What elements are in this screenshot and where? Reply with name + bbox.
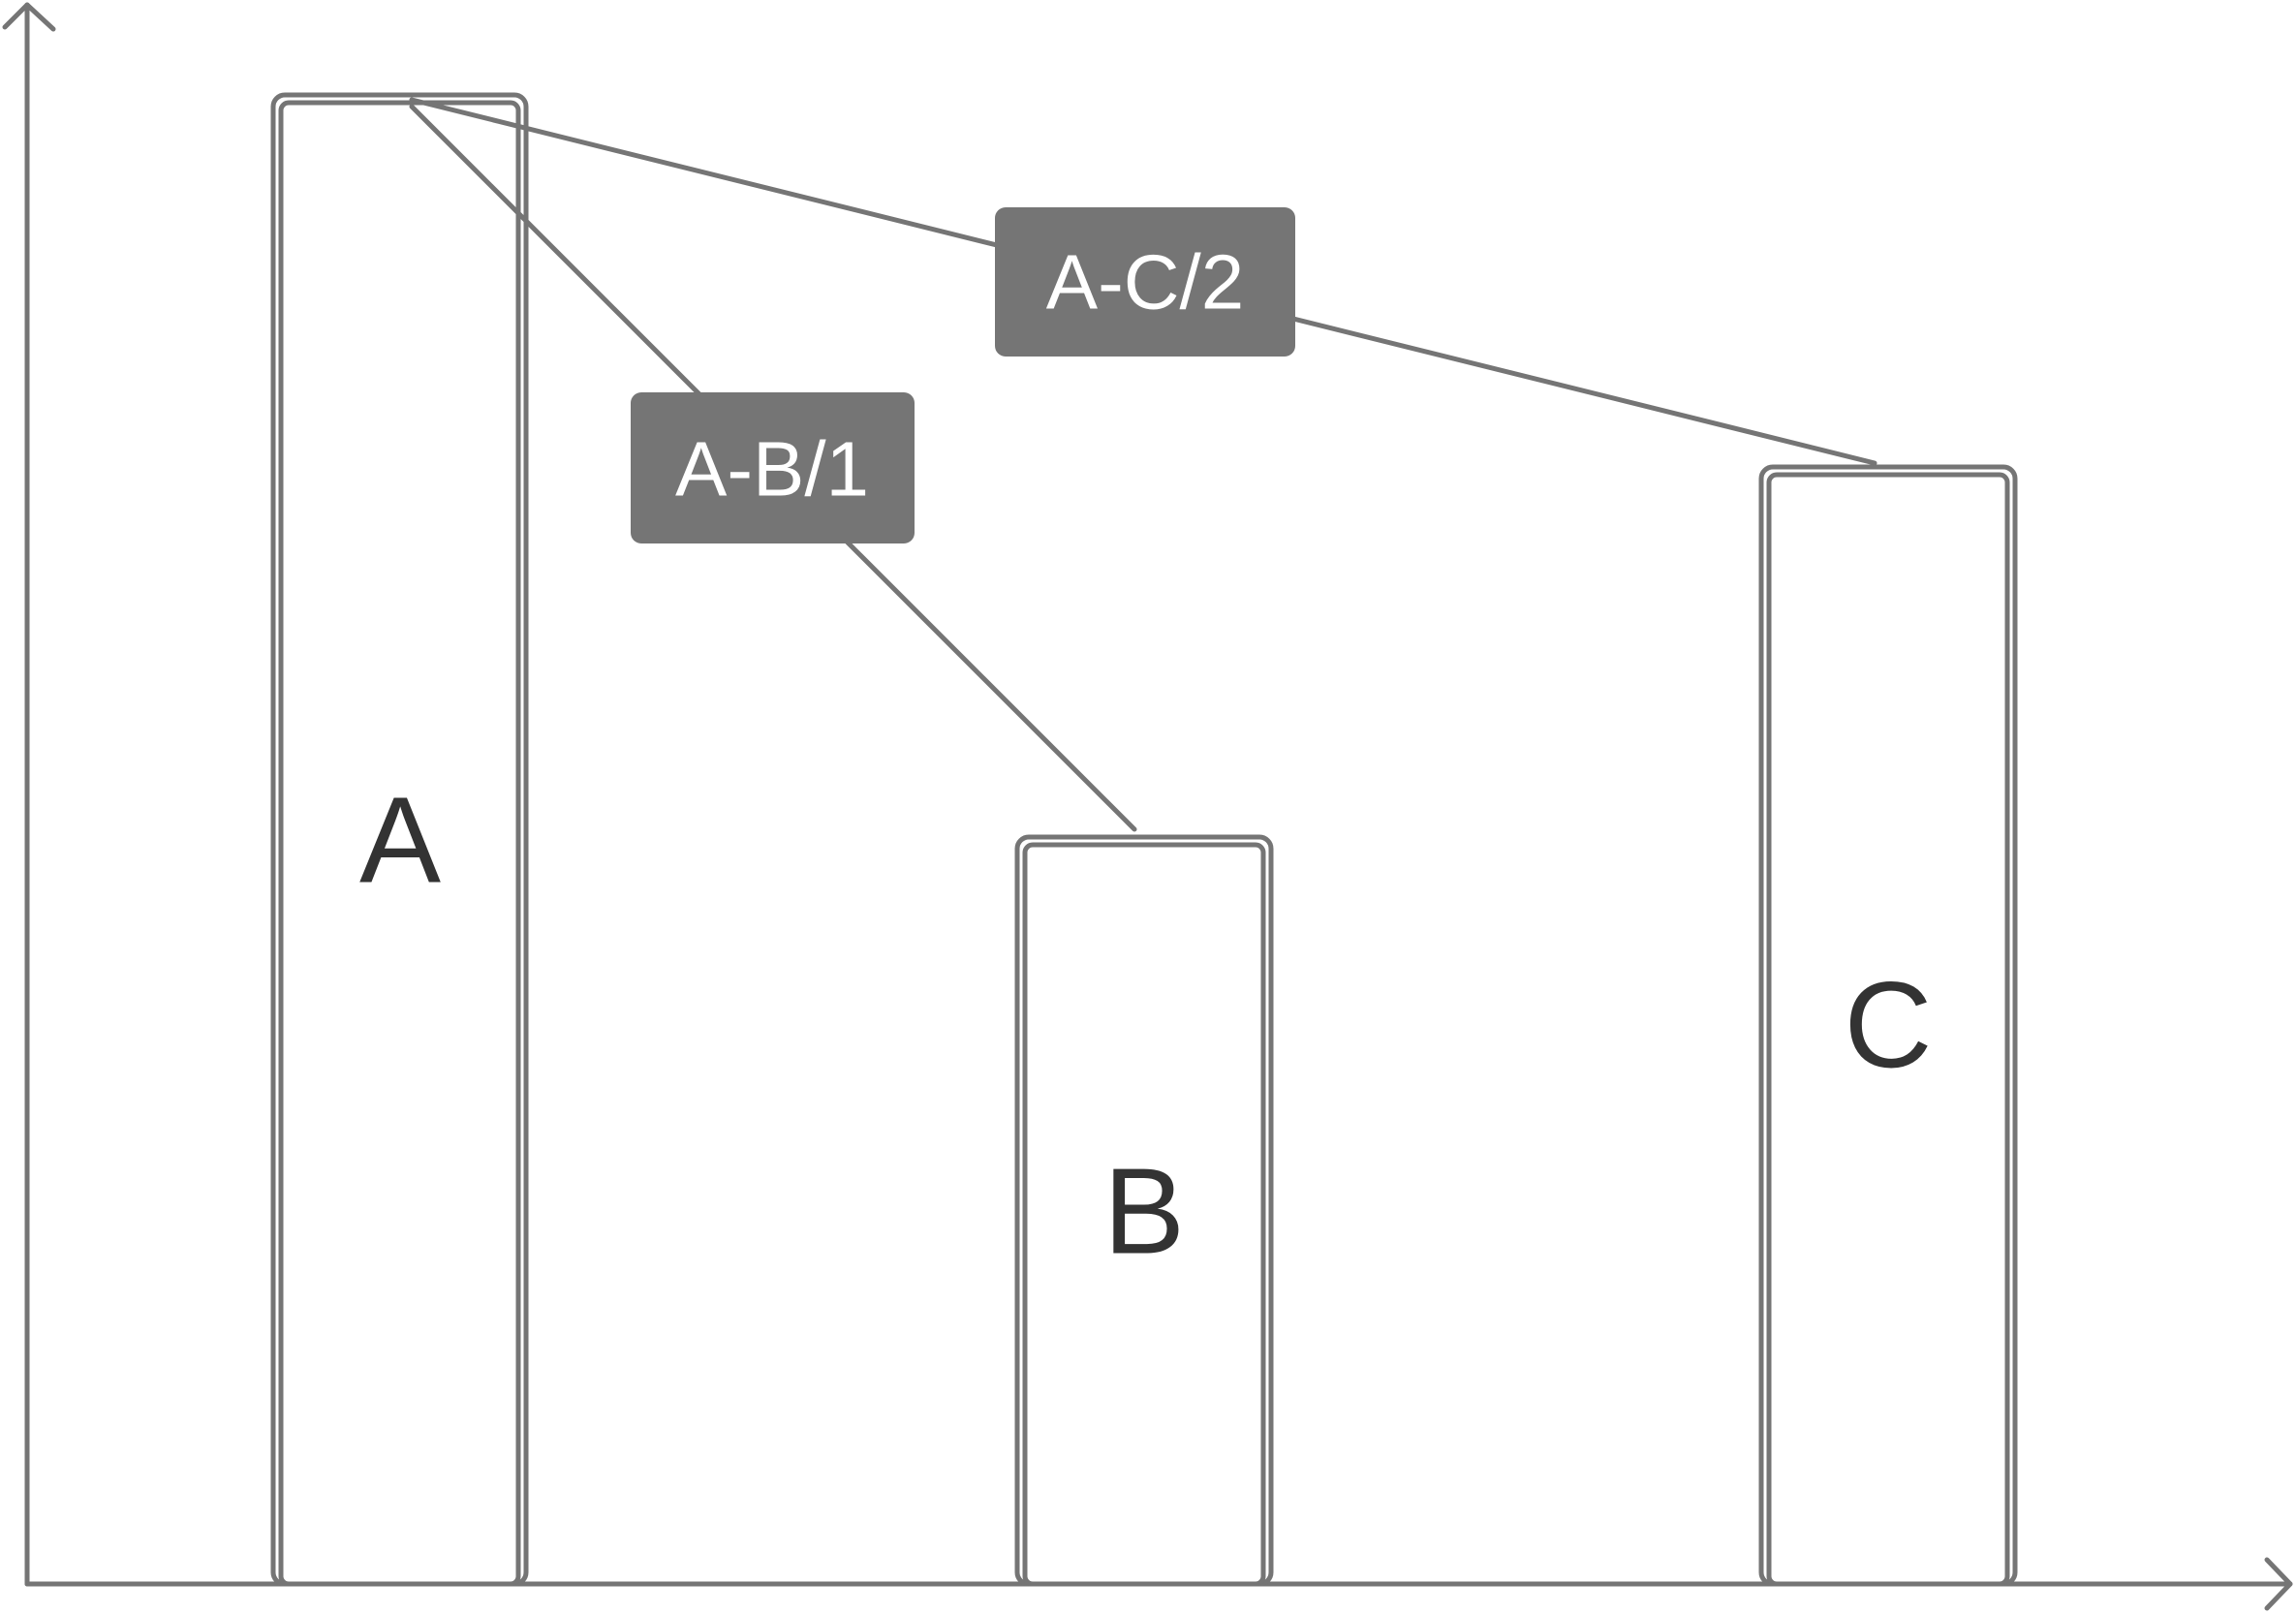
bar-b-body xyxy=(1022,842,1266,1587)
bar-a-label: A xyxy=(359,772,441,909)
bar-c xyxy=(1758,464,2018,1587)
tag-a-c: A-C/2 xyxy=(995,207,1295,357)
tag-a-b: A-B/1 xyxy=(631,392,915,543)
bar-a-body xyxy=(278,100,521,1587)
tag-a-b-box xyxy=(631,392,915,543)
bar-b-label: B xyxy=(1103,1143,1185,1280)
tag-a-c-label: A-C/2 xyxy=(1046,239,1245,326)
tag-a-c-box xyxy=(995,207,1295,357)
y-axis-arrowhead-icon xyxy=(2,2,56,32)
bar-a xyxy=(270,92,529,1587)
bar-c-label: C xyxy=(1845,957,1933,1094)
x-axis-arrowhead-icon xyxy=(2264,1557,2293,1611)
bar-c-body xyxy=(1766,472,2010,1587)
tag-a-b-label: A-B/1 xyxy=(675,426,869,512)
bar-b xyxy=(1014,834,1274,1587)
